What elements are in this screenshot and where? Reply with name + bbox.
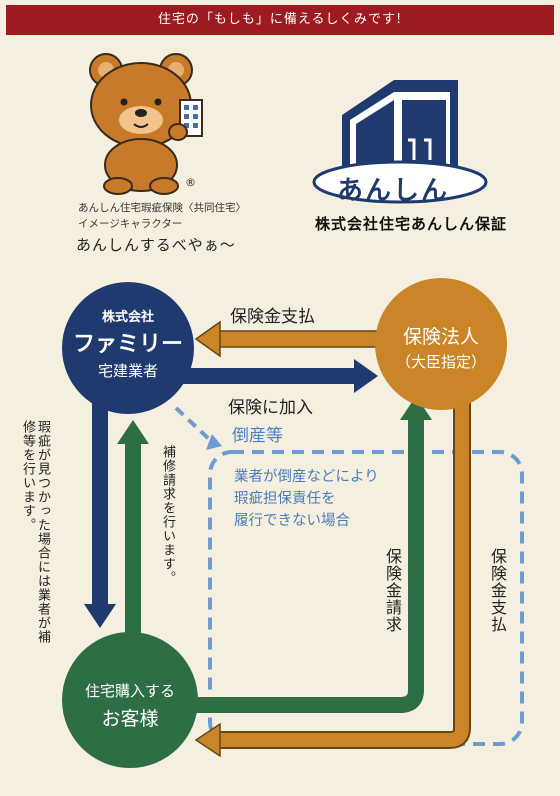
builder-label-company: 株式会社 (101, 310, 154, 325)
builder-circle (62, 282, 194, 414)
house-logo-icon (312, 80, 488, 204)
banner: 住宅の「もしも」に備えるしくみです! (6, 5, 554, 35)
mascot-caption: あんしん住宅瑕疵保険〈共同住宅〉 (78, 202, 246, 214)
insurer-sublabel: （大臣指定） (395, 353, 486, 371)
bankruptcy-label: 倒産等 (232, 426, 283, 446)
builder-label-role: 宅建業者 (97, 362, 158, 380)
left-outer-note: 瑕疵が見つかった場合には業者が補修等を行います。 (20, 420, 50, 644)
mascot-phrase: あんしんするべやぁ〜 (76, 236, 236, 254)
logo-word: あんしん (337, 176, 450, 206)
claim-label: 保険金請求 (383, 548, 402, 633)
bear-mascot-icon (89, 53, 203, 195)
case-line: 業者が倒産などにより (234, 469, 379, 485)
customer-label-line1: 住宅購入する (84, 682, 175, 700)
case-line: 履行できない場合 (234, 513, 350, 529)
left-inner-note: 補修請求を行います。 (160, 445, 175, 585)
bankruptcy-case: 業者が倒産などにより 瑕疵担保責任を 履行できない場合 (234, 466, 379, 532)
insurer-circle (375, 278, 507, 410)
company-name: 株式会社住宅あんしん保証 (315, 215, 508, 233)
join-label: 保険に加入 (228, 398, 313, 418)
builder-label-name: ファミリー (72, 332, 183, 357)
customer-circle (62, 632, 198, 768)
mascot-role: イメージキャラクター (78, 218, 183, 230)
case-line: 瑕疵担保責任を (234, 491, 336, 507)
payment-top-label: 保険金支払 (230, 307, 315, 327)
customer-label-line2: お客様 (101, 708, 159, 730)
insurer-label: 保険法人 (402, 326, 479, 348)
payment-right-label: 保険金支払 (488, 548, 507, 633)
registered-mark: ® (185, 176, 196, 189)
